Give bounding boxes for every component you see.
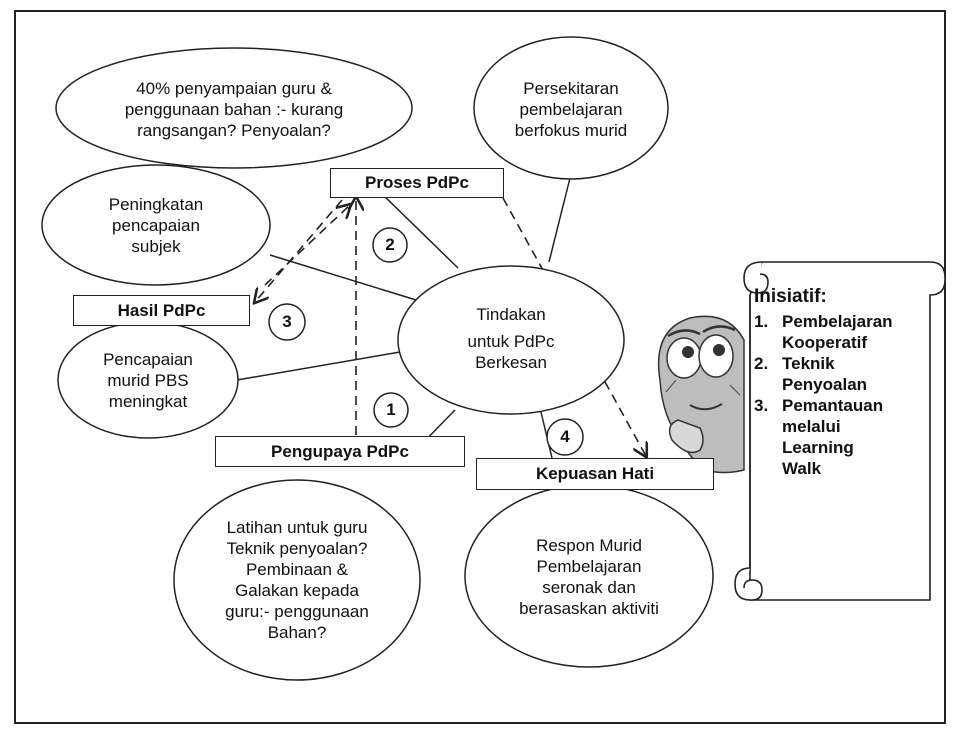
text-line: Pembinaan & [245,560,349,579]
text-line: meningkat [108,391,188,411]
text-line: Persekitaran [523,78,619,98]
ellipse-bottom-right-text: Respon Murid Pembelajaran seronak dan be… [466,530,712,624]
thinking-character-illustration [657,315,745,474]
ellipse-left-upper-text: Peningkatan pencapaian subjek [42,184,270,266]
number-circle-2 [372,227,408,263]
text-line: Bahan? [267,623,327,642]
diagram-frame [14,10,946,724]
text-line: subjek [131,236,181,256]
hasil-pdpc-box: Hasil PdPc [73,295,250,326]
text-line: berfokus murid [514,120,628,140]
list-item: 1. Pembelajaran Kooperatif [754,311,893,353]
text-line: Teknik penyoalan? [226,539,368,558]
list-number: 1. [754,312,769,331]
proses-pdpc-box: Proses PdPc [330,168,504,198]
inisiatif-panel: Inisiatif: 1. Pembelajaran Kooperatif 2.… [754,286,893,479]
text-line: Tindakan [476,304,546,324]
ellipse-bottom-left [173,479,421,681]
text-line: Learning [782,438,854,457]
text-line: penggunaan bahan :- kurang [124,99,344,119]
number-circle-4 [546,418,584,456]
pengupaya-pdpc-box: Pengupaya PdPc [215,436,465,467]
ellipse-bottom-left-text: Latihan untuk guru Teknik penyoalan? Pem… [174,512,420,648]
ellipse-top-left-text: 40% penyampaian guru & penggunaan bahan … [56,68,412,150]
text-line: seronak dan [542,578,636,597]
text-line: melalui [782,417,841,436]
arrow-hasil-to-proses [264,205,350,286]
line-left-upper [269,254,417,301]
ellipse-left-lower-text: Pencapaian murid PBS meningkat [58,340,238,420]
inisiatif-list: 1. Pembelajaran Kooperatif 2. Teknik Pen… [754,311,893,479]
text-line: guru:- penggunaan [225,602,369,621]
text-line: Latihan untuk guru [226,518,368,537]
ellipse-top-right [473,36,669,180]
text-line: Galakan kepada [235,581,359,600]
scroll-shape [734,261,946,601]
number-circle-3 [268,303,306,341]
ellipse-left-upper [41,164,271,286]
text-line: Pembelajaran [782,312,893,331]
text-line: Teknik [782,354,835,373]
ellipse-center [397,265,625,415]
inisiatif-title: Inisiatif: [754,286,827,307]
number-label-4: 4 [560,427,570,446]
number-label-2: 2 [385,235,395,254]
text-line: Penyoalan [782,375,868,394]
text-line: pembelajaran [519,99,623,119]
text-line: untuk PdPc [467,331,555,351]
text-line: Pencapaian [103,349,193,369]
list-number: 3. [754,396,769,415]
number-circle-1 [373,392,409,428]
line-proses [377,189,459,269]
number-label-3: 3 [282,312,292,331]
center-ellipse-text: Tindakan untuk PdPc Berkesan [418,296,604,380]
text-line: Berkesan [475,352,547,372]
number-label-1: 1 [386,400,396,419]
text-line: pencapaian [112,215,200,235]
text-line: 40% penyampaian guru & [136,78,332,98]
kepuasan-hati-box: Kepuasan Hati [476,458,714,490]
text-line: Kooperatif [782,333,867,352]
ellipse-top-left [55,47,413,169]
line-left-lower [236,351,401,381]
arrow-proses-to-hasil [255,199,343,302]
text-line: Walk [782,459,822,478]
text-line: murid PBS [107,370,189,390]
text-line: Peningkatan [108,194,204,214]
list-number: 2. [754,354,769,373]
text-line: Pemantauan [782,396,884,415]
line-top-right [548,169,573,263]
list-item: 2. Teknik Penyoalan [754,353,893,395]
arrow-proses-to-kepuasan [502,197,646,456]
text-line: rangsangan? Penyoalan? [137,120,331,140]
text-line: Pembelajaran [536,557,642,576]
ellipse-top-right-text: Persekitaran pembelajaran berfokus murid [474,66,668,152]
text-line: berasaskan aktiviti [519,599,659,618]
line-kepuasan [539,407,553,459]
text-line: Respon Murid [536,536,642,555]
list-item: 3. Pemantauan melalui Learning Walk [754,395,893,479]
